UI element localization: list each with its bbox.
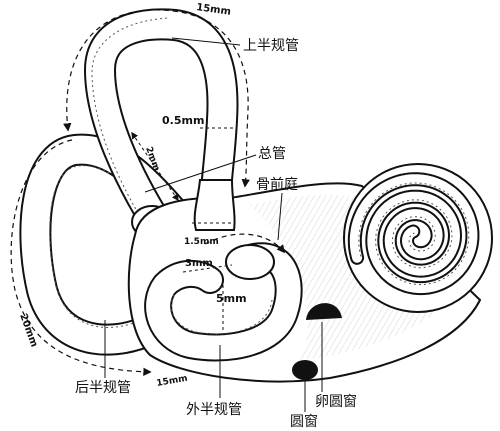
leader-common-crus (144, 154, 257, 193)
crus-length-line (131, 131, 179, 202)
common-crus (193, 179, 236, 231)
superior-arc-dashed (63, 9, 250, 188)
measure-lateral-height: 5mm (216, 292, 247, 305)
measure-posterior-arc: 20mm (17, 312, 39, 348)
vestibule-shading (250, 194, 440, 360)
label-superior-canal: 上半规管 (243, 38, 299, 54)
label-lateral-canal: 外半规管 (186, 402, 242, 418)
measure-crus-width: 1.5mm (184, 237, 219, 247)
oval-window (306, 303, 342, 320)
label-posterior-canal: 后半规管 (75, 380, 131, 396)
round-window (292, 360, 318, 380)
lateral-canal (144, 242, 303, 362)
posterior-arc-dashed (10, 139, 152, 377)
label-vestibule: 骨前庭 (256, 176, 298, 193)
cochlea-spiral-lumen (349, 174, 478, 294)
label-round-window: 圆窗 (290, 413, 318, 430)
lateral-width-line (182, 264, 233, 273)
lateral-arc-dashed (204, 233, 286, 254)
measure-lateral-width: 3mm (185, 258, 213, 269)
leader-superior-canal (171, 37, 241, 46)
measure-top-arc: 15mm (196, 2, 232, 18)
lateral-ampulla (225, 244, 275, 280)
label-common-crus: 总管 (258, 146, 286, 162)
label-oval-window: 卵圆窗 (315, 393, 357, 410)
cochlea (343, 163, 493, 313)
measure-canal-width: 0.5mm (162, 114, 204, 127)
measure-bottom-arc: 15mm (156, 374, 189, 389)
cochlea-spiral-shading (358, 182, 470, 286)
leader-vestibule (277, 192, 283, 241)
